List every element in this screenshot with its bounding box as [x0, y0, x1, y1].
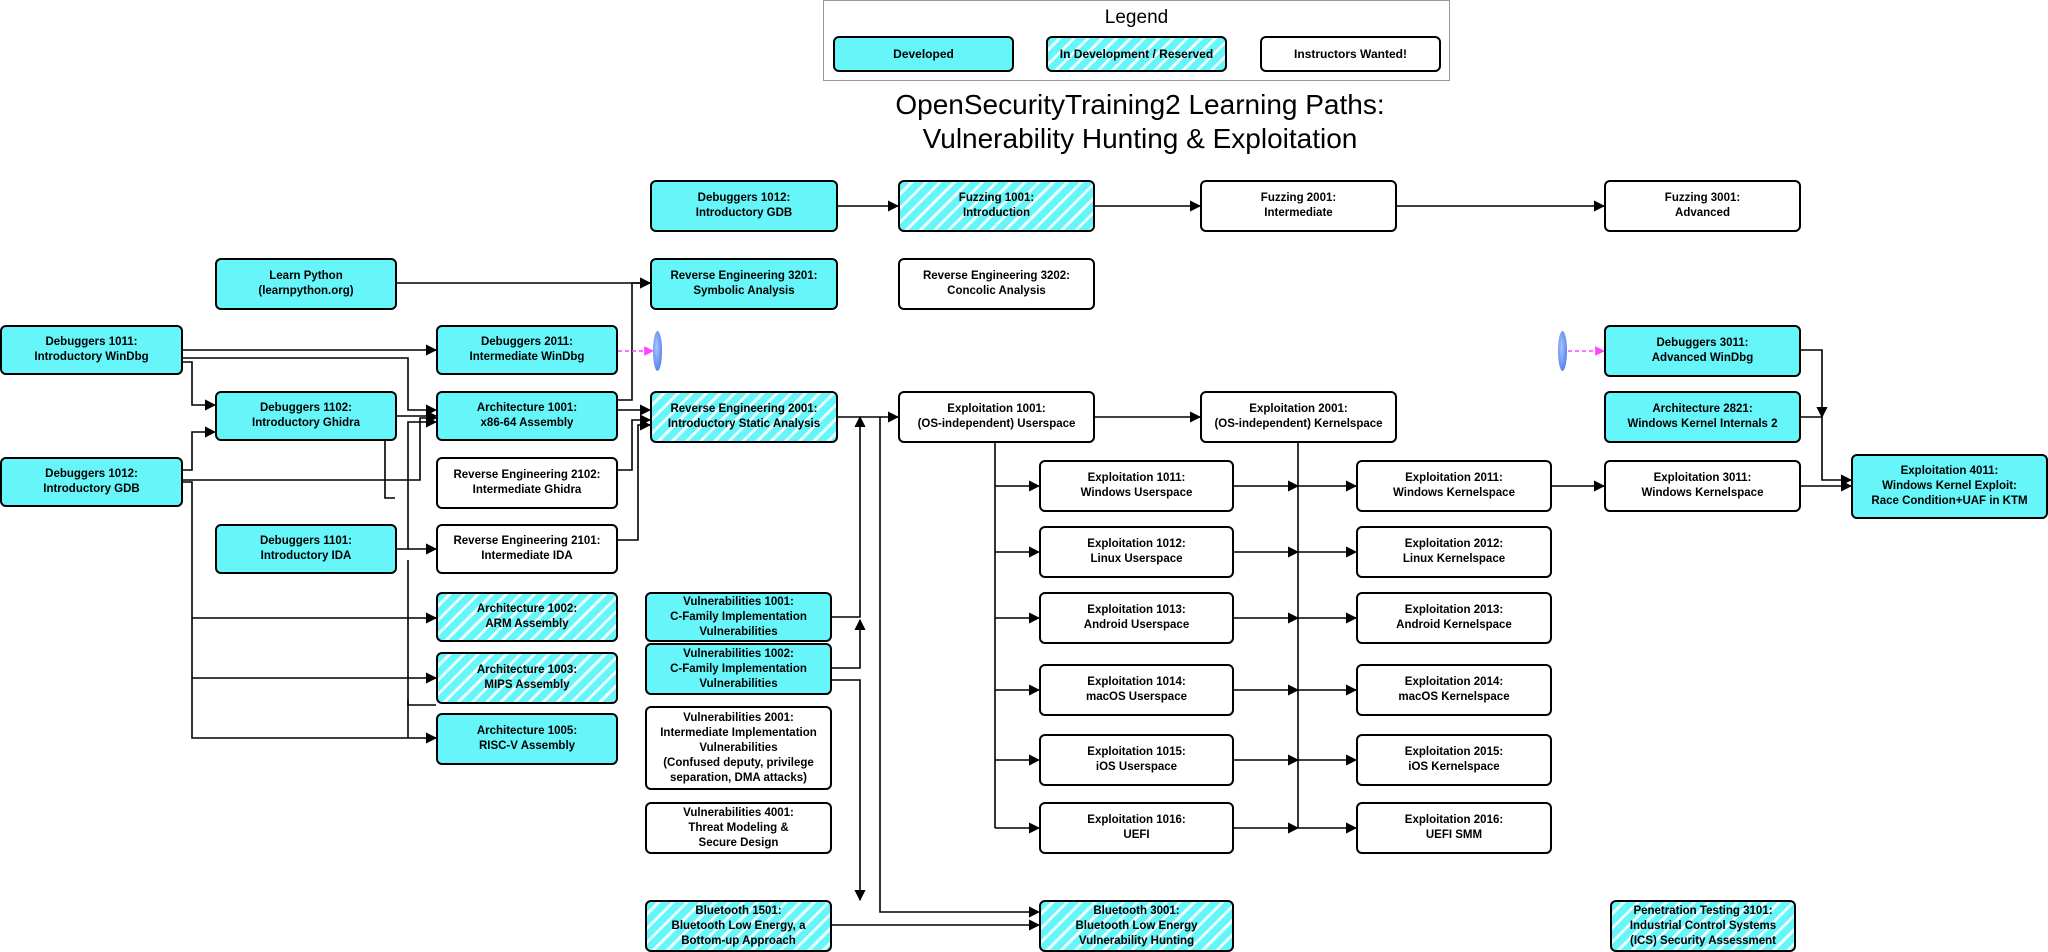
course-node-pen3101: Penetration Testing 3101: Industrial Con… [1610, 900, 1796, 952]
edge-6 [191, 618, 438, 684]
edge-14 [407, 560, 436, 706]
title-line-1: OpenSecurityTraining2 Learning Paths: [895, 89, 1385, 120]
course-node-exp1015: Exploitation 1015: iOS Userspace [1039, 734, 1234, 786]
course-node-vuln1001: Vulnerabilities 1001: C-Family Implement… [645, 592, 832, 642]
legend: Legend Developed In Development / Reserv… [823, 0, 1450, 81]
course-node-dbg1101: Debuggers 1101: Introductory IDA [215, 524, 397, 574]
edge-10 [384, 441, 395, 499]
course-node-dbg1012a: Debuggers 1012: Introductory GDB [0, 457, 183, 507]
course-node-exp2013: Exploitation 2013: Android Kernelspace [1356, 592, 1552, 644]
edge-11 [397, 416, 438, 550]
course-node-exp1012: Exploitation 1012: Linux Userspace [1039, 526, 1234, 578]
course-node-vuln1002: Vulnerabilities 1002: C-Family Implement… [645, 643, 832, 695]
edge-3 [183, 361, 217, 411]
course-node-vuln2001: Vulnerabilities 2001: Intermediate Imple… [645, 706, 832, 790]
edge-19 [618, 419, 652, 541]
course-node-arch1001: Architecture 1001: x86-64 Assembly [436, 391, 618, 441]
course-node-arch1003: Architecture 1003: MIPS Assembly [436, 652, 618, 704]
edge-27 [832, 618, 866, 669]
course-node-exp2011: Exploitation 2011: Windows Kernelspace [1356, 460, 1552, 512]
course-node-re3201: Reverse Engineering 3201: Symbolic Analy… [650, 258, 838, 310]
edge-55 [1801, 416, 1853, 486]
course-node-re2101: Reverse Engineering 2101: Intermediate I… [436, 524, 618, 574]
course-node-exp3011: Exploitation 3011: Windows Kernelspace [1604, 460, 1801, 512]
edge-18 [618, 414, 652, 471]
course-node-exp2001: Exploitation 2001: (OS-independent) Kern… [1200, 391, 1397, 443]
course-node-exp1016: Exploitation 1016: UEFI [1039, 802, 1234, 854]
edge-2 [183, 357, 438, 416]
edge-30 [879, 417, 1041, 918]
course-node-dbg1011: Debuggers 1011: Introductory WinDbg [0, 325, 183, 375]
course-node-exp2016: Exploitation 2016: UEFI SMM [1356, 802, 1552, 854]
course-node-exp2015: Exploitation 2015: iOS Kernelspace [1356, 734, 1552, 786]
course-node-fuzz1001: Fuzzing 1001: Introduction [898, 180, 1095, 232]
course-node-dbg3011: Debuggers 3011: Advanced WinDbg [1604, 325, 1801, 377]
edge-28 [832, 679, 866, 902]
course-node-re3202: Reverse Engineering 3202: Concolic Analy… [898, 258, 1095, 310]
edge-54 [1801, 349, 1828, 419]
right-link-oval [1558, 331, 1567, 371]
course-node-exp1013: Exploitation 1013: Android Userspace [1039, 592, 1234, 644]
legend-developed: Developed [833, 36, 1014, 72]
course-node-fuzz2001: Fuzzing 2001: Intermediate [1200, 180, 1397, 232]
legend-instructors-wanted: Instructors Wanted! [1260, 36, 1441, 72]
course-node-dbg1102: Debuggers 1102: Introductory Ghidra [215, 391, 397, 441]
course-node-python: Learn Python (learnpython.org) [215, 258, 397, 310]
course-node-dbg1012b: Debuggers 1012: Introductory GDB [650, 180, 838, 232]
course-node-re2001: Reverse Engineering 2001: Introductory S… [650, 391, 838, 443]
left-link-oval [653, 331, 662, 371]
title-line-2: Vulnerability Hunting & Exploitation [922, 123, 1358, 154]
course-node-exp4011: Exploitation 4011: Windows Kernel Exploi… [1851, 454, 2048, 519]
course-node-exp1001: Exploitation 1001: (OS-independent) User… [898, 391, 1095, 443]
course-node-exp1011: Exploitation 1011: Windows Userspace [1039, 460, 1234, 512]
course-node-bt3001: Bluetooth 3001: Bluetooth Low Energy Vul… [1039, 900, 1234, 952]
edge-7 [191, 678, 438, 744]
edge-5 [183, 481, 438, 624]
edge-16 [618, 277, 652, 401]
edge-26 [832, 415, 866, 618]
course-node-fuzz3001: Fuzzing 3001: Advanced [1604, 180, 1801, 232]
edge-4 [183, 426, 217, 471]
course-node-arch1005: Architecture 1005: RISC-V Assembly [436, 713, 618, 765]
course-node-exp1014: Exploitation 1014: macOS Userspace [1039, 664, 1234, 716]
course-node-re2102: Reverse Engineering 2102: Intermediate G… [436, 457, 618, 509]
course-node-arch1002: Architecture 1002: ARM Assembly [436, 592, 618, 642]
course-node-exp2014: Exploitation 2014: macOS Kernelspace [1356, 664, 1552, 716]
course-node-exp2012: Exploitation 2012: Linux Kernelspace [1356, 526, 1552, 578]
legend-in-development: In Development / Reserved [1046, 36, 1227, 72]
course-node-vuln4001: Vulnerabilities 4001: Threat Modeling & … [645, 802, 832, 854]
course-node-bt1501: Bluetooth 1501: Bluetooth Low Energy, a … [645, 900, 832, 952]
page-title: OpenSecurityTraining2 Learning Paths: Vu… [830, 88, 1450, 156]
course-node-arch2821: Architecture 2821: Windows Kernel Intern… [1604, 391, 1801, 443]
course-node-dbg2011: Debuggers 2011: Intermediate WinDbg [436, 325, 618, 375]
legend-title: Legend [1104, 7, 1169, 28]
